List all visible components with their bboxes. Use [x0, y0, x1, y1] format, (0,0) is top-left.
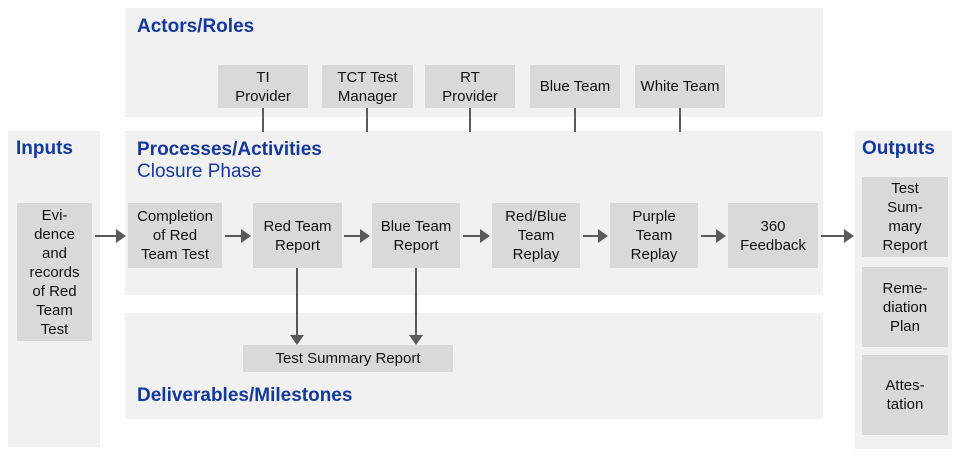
arrow-head [480, 229, 490, 243]
arrow-evidence-to-completion [95, 229, 126, 243]
arrow-shaft [95, 235, 117, 237]
process-box-purple-team-replay: Purple Team Replay [610, 203, 698, 268]
output-box-remediation-plan: Reme- diation Plan [862, 267, 948, 347]
arrow-shaft [415, 268, 417, 336]
processes-panel [125, 131, 823, 295]
deliverables-panel [125, 313, 823, 419]
arrow-head [116, 229, 126, 243]
arrow-head [290, 335, 304, 345]
process-box-red-team-report: Red Team Report [253, 203, 342, 268]
arrow-head [360, 229, 370, 243]
actor-box-white-team: White Team [635, 65, 725, 108]
input-box-evidence-records: Evi- dence and records of Red Team Test [17, 203, 92, 341]
process-box-blue-team-report: Blue Team Report [372, 203, 460, 268]
arrow-red-report-to-blue-report [344, 229, 370, 243]
output-box-test-summary-report: Test Sum- mary Report [862, 177, 948, 257]
inputs-lane-title: Inputs [16, 138, 73, 159]
arrow-shaft [296, 268, 298, 336]
arrow-shaft [463, 235, 481, 237]
connector-line [366, 108, 368, 132]
arrow-head [598, 229, 608, 243]
arrow-shaft [583, 235, 599, 237]
actor-box-tct-test-manager: TCT Test Manager [322, 65, 413, 108]
arrow-360-feedback-to-outputs [821, 229, 854, 243]
connector-line [679, 108, 681, 132]
arrow-purple-replay-to-360-feedback [701, 229, 726, 243]
arrow-shaft [344, 235, 361, 237]
phase-subtitle: Closure Phase [137, 161, 262, 182]
arrow-blue-report-to-test-summary [409, 268, 423, 345]
deliverable-box-test-summary-report: Test Summary Report [243, 345, 453, 372]
processes-lane-title: Processes/Activities [137, 139, 322, 160]
actor-box-rt-provider: RT Provider [425, 65, 515, 108]
connector-line [574, 108, 576, 132]
arrow-head [241, 229, 251, 243]
process-box-red-blue-team-replay: Red/Blue Team Replay [492, 203, 580, 268]
arrow-red-report-to-test-summary [290, 268, 304, 345]
process-box-completion-red-team-test: Completion of Red Team Test [128, 203, 222, 268]
arrow-shaft [701, 235, 717, 237]
arrow-completion-to-red-report [225, 229, 251, 243]
arrow-shaft [821, 235, 845, 237]
deliverables-lane-title: Deliverables/Milestones [137, 385, 353, 406]
actor-box-ti-provider: TI Provider [218, 65, 308, 108]
arrow-redblue-replay-to-purple-replay [583, 229, 608, 243]
actor-box-blue-team: Blue Team [530, 65, 620, 108]
connector-line [469, 108, 471, 132]
outputs-lane-title: Outputs [862, 138, 935, 159]
actors-lane-title: Actors/Roles [137, 16, 255, 37]
arrow-blue-report-to-redblue-replay [463, 229, 490, 243]
arrow-head [716, 229, 726, 243]
arrow-shaft [225, 235, 242, 237]
process-box-360-feedback: 360 Feedback [728, 203, 818, 268]
arrow-head [409, 335, 423, 345]
arrow-head [844, 229, 854, 243]
connector-line [262, 108, 264, 132]
output-box-attestation: Attes- tation [862, 355, 948, 435]
